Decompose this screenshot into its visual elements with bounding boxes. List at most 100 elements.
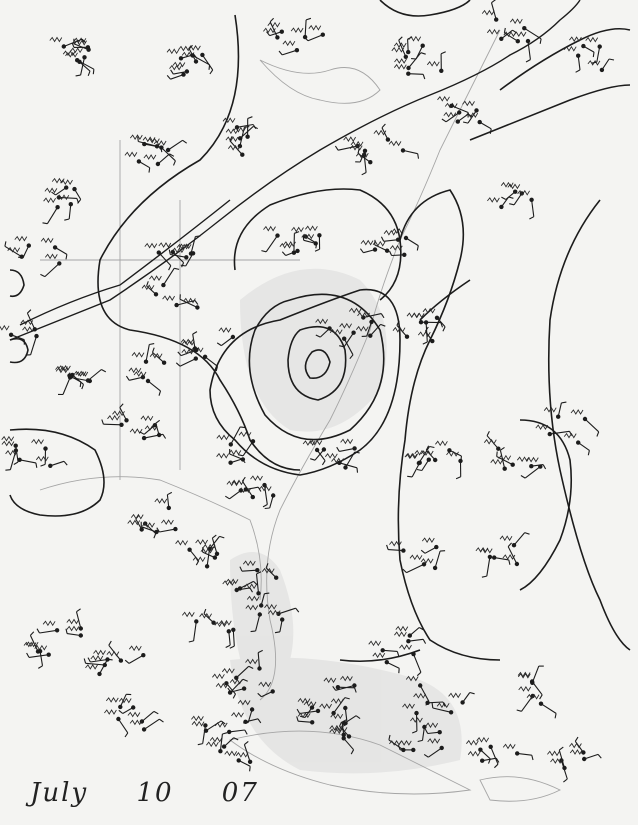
station-figures: [498, 454, 512, 461]
wind-barb-feather: [334, 145, 339, 151]
station-figures: [340, 438, 353, 445]
wind-barb: [451, 105, 469, 114]
wind-barb-feather: [425, 326, 429, 332]
wind-barb: [236, 587, 250, 591]
station-figures: [225, 136, 239, 142]
station-figures: [75, 371, 89, 377]
wind-barb-feather: [101, 369, 107, 373]
wind-barb-feather: [304, 36, 309, 42]
wind-barb: [63, 38, 83, 48]
station-figures: [70, 47, 83, 54]
station-figures: [258, 681, 272, 688]
wind-barb-feather: [244, 729, 248, 735]
station-figures: [238, 431, 252, 438]
wind-barb-feather: [30, 631, 35, 636]
wind-barb-feather: [539, 694, 543, 700]
wind-barb: [167, 139, 183, 151]
wind-barb-feather: [182, 139, 188, 144]
station-figures: [31, 438, 44, 445]
wind-barb-feather: [558, 746, 564, 751]
wind-barb: [513, 532, 526, 546]
wind-barb: [316, 449, 326, 462]
station-figures: [25, 641, 39, 648]
station-figures: [467, 750, 481, 757]
wind-barb-feather: [64, 218, 70, 221]
wind-barb: [303, 239, 316, 244]
wind-barb-feather: [170, 69, 174, 75]
station-figures: [340, 675, 353, 682]
wind-barb-feather: [491, 0, 496, 4]
wind-barb-feather: [38, 665, 43, 669]
wind-barb-feather: [253, 125, 258, 130]
wind-barb-feather: [344, 697, 350, 700]
wind-barb: [341, 722, 345, 735]
station-figures: [55, 367, 69, 374]
station-dot: [317, 233, 322, 238]
wind-barb: [26, 312, 36, 330]
wind-barb: [223, 737, 235, 748]
wind-barb-feather: [216, 342, 222, 347]
wind-barb-feather: [411, 730, 418, 734]
wind-barb-feather: [35, 462, 38, 468]
wind-barb-feather: [420, 549, 426, 554]
station-figures: [503, 31, 517, 38]
wind-barb: [230, 688, 245, 693]
wind-barb: [152, 351, 165, 364]
wind-barb: [73, 43, 89, 51]
wind-barb-feather: [295, 607, 300, 613]
wind-barb-feather: [81, 38, 86, 44]
station-figures: [535, 424, 549, 430]
wind-barb-feather: [166, 75, 171, 80]
isobar-west-high: [9, 428, 105, 517]
station-figures: [235, 751, 249, 758]
wind-barb-feather: [5, 469, 11, 471]
station-figures: [127, 519, 141, 526]
wind-barb-feather: [496, 451, 498, 457]
wind-barb-feather: [388, 734, 391, 741]
station-figures: [301, 233, 315, 240]
station-figures: [56, 194, 70, 201]
wind-barb: [339, 462, 358, 469]
wind-barb-feather: [248, 665, 254, 669]
wind-barb-feather: [167, 491, 173, 496]
wind-barb: [432, 707, 452, 713]
wind-barb: [337, 686, 355, 689]
wind-barb: [343, 332, 355, 348]
wind-barb-feather: [380, 313, 385, 319]
wind-barb-feather: [244, 740, 249, 746]
station-figures: [391, 46, 405, 53]
station-figures: [144, 242, 158, 249]
wind-barb: [230, 458, 243, 464]
station-figures: [158, 242, 172, 248]
station-figures: [118, 697, 132, 704]
wind-barb: [263, 485, 268, 505]
station-figures: [569, 749, 583, 755]
wind-barb: [10, 334, 25, 341]
wind-barb: [265, 567, 277, 579]
station-figures: [222, 117, 236, 124]
station-figures: [350, 140, 364, 147]
wind-barb: [282, 49, 298, 56]
wind-barb-feather: [425, 701, 430, 706]
wind-barb-feather: [177, 351, 182, 356]
wind-barb-feather: [194, 300, 199, 305]
east-coast: [259, 29, 501, 701]
wind-barb: [170, 74, 184, 80]
station-figures: [502, 554, 516, 560]
station-figures: [124, 151, 138, 158]
wind-barb: [409, 627, 420, 637]
station-figures: [569, 742, 582, 749]
wind-barb: [344, 715, 357, 724]
station-figures: [231, 479, 245, 486]
wind-barb: [278, 607, 296, 615]
wind-barb-feather: [168, 249, 171, 255]
station-figures: [245, 658, 258, 665]
wind-barb-feather: [192, 331, 198, 335]
wind-barb-feather: [516, 709, 522, 712]
wind-barb-feather: [257, 486, 262, 492]
wind-barb-feather: [396, 320, 400, 326]
wind-barb-feather: [608, 58, 615, 61]
cuba-outline: [228, 730, 472, 795]
station-figures: [509, 18, 523, 25]
wind-barb: [480, 749, 491, 760]
